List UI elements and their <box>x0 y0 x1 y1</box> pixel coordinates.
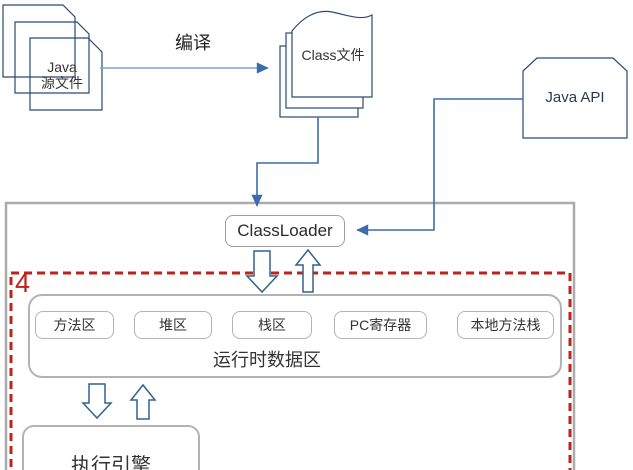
class-file-icon <box>279 10 373 118</box>
java-api-shape <box>522 57 628 139</box>
java-api-label: Java API <box>545 89 605 106</box>
region-native-method-stack: 本地方法栈 <box>457 311 554 339</box>
source-note-back <box>2 4 76 78</box>
region-stack: 栈区 <box>232 311 312 339</box>
runtime-engine-block-arrows <box>81 383 157 420</box>
class-file-label: Class文件 <box>301 47 365 63</box>
java-source-label-line2: 源文件 <box>41 75 83 91</box>
javaapi-to-classloader-connector <box>356 98 523 236</box>
block-arrow-down-icon <box>81 383 113 420</box>
block-arrow-up-icon <box>129 383 157 420</box>
highlight-dashed-frame <box>9 271 572 470</box>
classfile-to-classloader-connector <box>251 117 319 207</box>
region-heap: 堆区 <box>134 311 212 339</box>
block-arrow-up-icon <box>294 248 322 293</box>
step-number-label: 4 <box>15 268 31 298</box>
region-method-area: 方法区 <box>35 311 114 339</box>
java-source-files-icon <box>2 4 103 111</box>
source-note-middle <box>14 21 90 94</box>
source-note-front <box>29 37 103 111</box>
classloader-box: ClassLoader <box>225 215 345 247</box>
execution-engine-box: 执行引擎 <box>22 425 200 470</box>
loader-runtime-block-arrows <box>245 248 322 294</box>
jvm-outer-frame <box>4 201 576 470</box>
execution-engine-label: 执行引擎 <box>71 455 151 470</box>
runtime-data-area-title: 运行时数据区 <box>213 350 321 370</box>
region-pc-register: PC寄存器 <box>334 311 427 339</box>
java-source-label-line1: Java <box>47 59 77 75</box>
class-doc-front <box>291 10 373 98</box>
compile-label: 编译 <box>175 33 211 53</box>
block-arrow-down-icon <box>245 250 279 294</box>
classloader-label: ClassLoader <box>237 221 333 240</box>
runtime-data-area: 方法区 堆区 栈区 PC寄存器 本地方法栈 运行时数据区 <box>28 294 562 378</box>
